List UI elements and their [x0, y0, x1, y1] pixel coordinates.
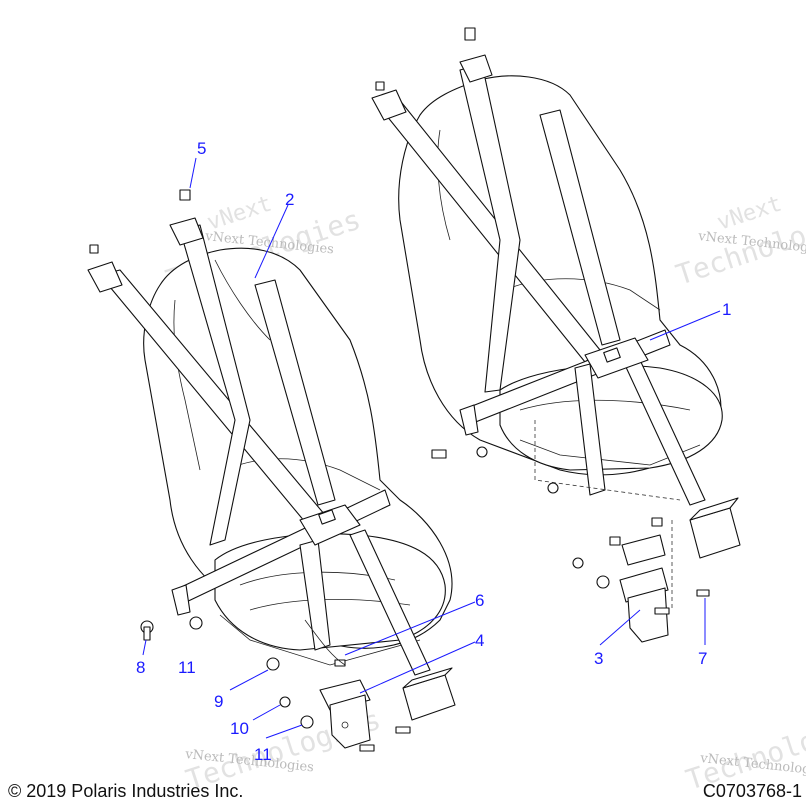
callout-7: 7	[698, 649, 707, 668]
nut-10	[279, 696, 291, 708]
nut-9	[266, 657, 280, 671]
callout-labels: 1 2 3 4 5 6 7 8 9 10 11 11	[136, 139, 731, 764]
copyright-notice: © 2019 Polaris Industries Inc.	[8, 781, 244, 801]
right-upper-bolt	[375, 81, 385, 91]
left-top-anchor	[169, 217, 204, 246]
right-top-bolt	[464, 27, 476, 41]
left-buckle	[299, 504, 361, 546]
nut-11a	[189, 616, 203, 630]
nut-11b	[300, 715, 314, 729]
leader-lines	[142, 157, 721, 739]
callout-8: 8	[136, 658, 145, 677]
left-top-bolt	[179, 189, 191, 201]
callout-10: 10	[230, 719, 249, 738]
left-bracket-lower	[329, 694, 371, 749]
right-bracket-lower	[627, 587, 669, 643]
right-seat-assembly	[371, 27, 741, 643]
left-seat-assembly	[87, 189, 456, 752]
right-seat-cushion	[499, 364, 723, 471]
callout-2: 2	[285, 190, 294, 209]
callout-11-lower: 11	[254, 745, 272, 764]
callout-4: 4	[475, 631, 484, 650]
figure-id: C0703768-1	[702, 781, 802, 801]
callout-5: 5	[197, 139, 206, 158]
left-harness-belt-right	[254, 279, 336, 506]
callout-9: 9	[214, 692, 223, 711]
right-harness-belt-right	[539, 109, 621, 346]
right-top-anchor	[459, 54, 493, 83]
right-bracket-3	[619, 567, 669, 603]
callout-6: 6	[475, 591, 484, 610]
callout-11-upper: 11	[178, 658, 196, 677]
right-lower-strap	[574, 363, 606, 496]
left-upper-bolt	[89, 244, 99, 254]
left-upper-anchor	[87, 261, 123, 293]
left-harness-belt	[179, 224, 251, 546]
callout-1: 1	[722, 300, 731, 319]
callout-3: 3	[594, 649, 603, 668]
left-lower-strap	[299, 539, 331, 651]
right-upper-anchor	[371, 89, 407, 121]
